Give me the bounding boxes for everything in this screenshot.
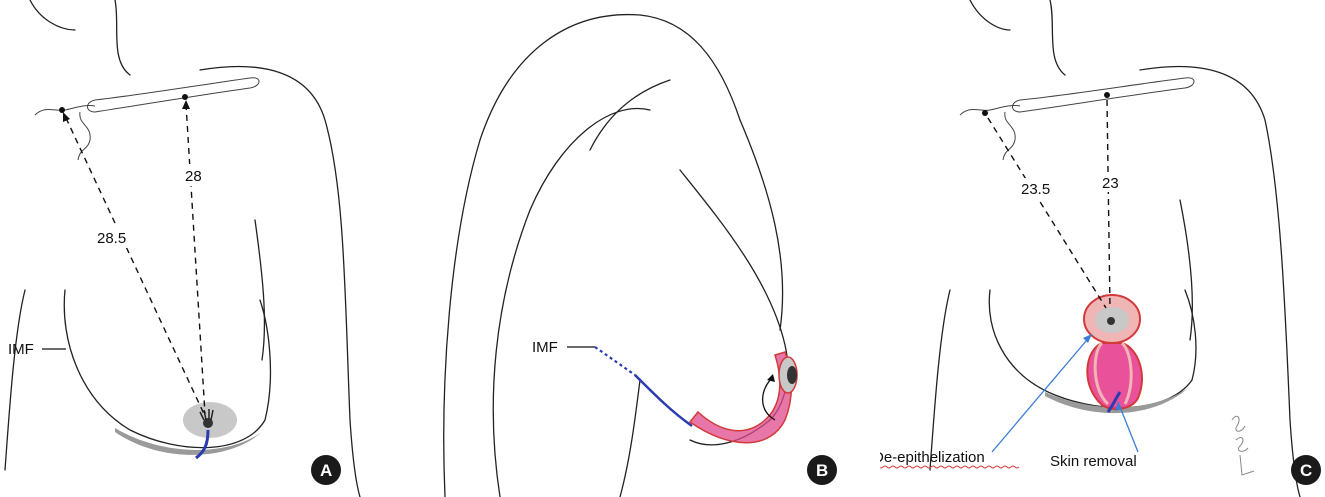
panel-c-drawing: 23.5 23 De-epithelization Skin removal C: [880, 0, 1325, 497]
torso-right-edge: [1180, 200, 1192, 340]
imf-label: IMF: [532, 339, 558, 356]
arm-outline-front: [493, 108, 650, 497]
torso-left-edge: [930, 290, 950, 470]
measure-line-sternal: [988, 118, 1106, 308]
incision-line-profile: [635, 375, 692, 426]
flap-pedicle: [690, 352, 791, 443]
panel-b-drawing: IMF B: [440, 0, 860, 497]
arrowhead-clavicular: [182, 100, 190, 109]
clavicle: [88, 78, 260, 112]
rotation-arrowhead: [767, 374, 775, 382]
midclavicular-point: [182, 94, 188, 100]
spellcheck-underline: [880, 466, 1019, 468]
callout-arrow-deepithelization: [992, 334, 1092, 452]
distance-label-left: 28.5: [97, 230, 126, 247]
distance-label-right: 23: [1102, 175, 1119, 192]
arrowhead-sternal: [63, 112, 70, 122]
sternal-notch-point: [59, 107, 65, 113]
panel-a: 28.5 28 IMF A: [0, 0, 400, 497]
neck-outline-right: [1050, 0, 1065, 75]
chest-outline: [740, 120, 783, 330]
clavicle: [1013, 78, 1195, 112]
panel-letter: A: [320, 461, 332, 480]
callout-label-deepithelization: De-epithelization: [880, 449, 985, 466]
neck-outline-right: [115, 0, 130, 75]
sternal-notch: [960, 105, 1020, 160]
torso-left-edge: [5, 290, 25, 470]
callout-arrowhead-deepithelization: [1083, 334, 1092, 343]
measure-line-clavicular: [186, 104, 205, 414]
neck-outline-left: [970, 0, 1010, 30]
distance-label-right: 28: [185, 168, 202, 185]
measure-line-sternal: [66, 118, 204, 414]
artist-signature: [1232, 416, 1254, 475]
nipple-profile: [787, 366, 797, 384]
torso-front-line: [620, 380, 640, 497]
midclavicular-point: [1104, 92, 1110, 98]
panel-c: 23.5 23 De-epithelization Skin removal C: [880, 0, 1325, 497]
imf-dashed-line: [595, 347, 635, 375]
torso-right-edge: [255, 220, 264, 360]
measure-line-clavicular: [1107, 100, 1110, 308]
arm-inner-line: [590, 80, 670, 150]
breast-outline: [64, 290, 270, 448]
sternal-notch: [35, 105, 95, 160]
callout-label-skin-removal: Skin removal: [1050, 453, 1137, 470]
panel-letter: B: [816, 461, 828, 480]
nipple: [1107, 317, 1115, 325]
sternal-notch-point: [982, 110, 988, 116]
panel-a-drawing: 28.5 28 IMF A: [0, 0, 400, 497]
neck-outline-left: [30, 0, 75, 30]
panel-b: IMF B: [440, 0, 860, 497]
distance-label-left: 23.5: [1021, 181, 1050, 198]
imf-label: IMF: [8, 341, 34, 358]
panel-letter: C: [1300, 461, 1312, 480]
shoulder-outline: [1140, 67, 1300, 497]
